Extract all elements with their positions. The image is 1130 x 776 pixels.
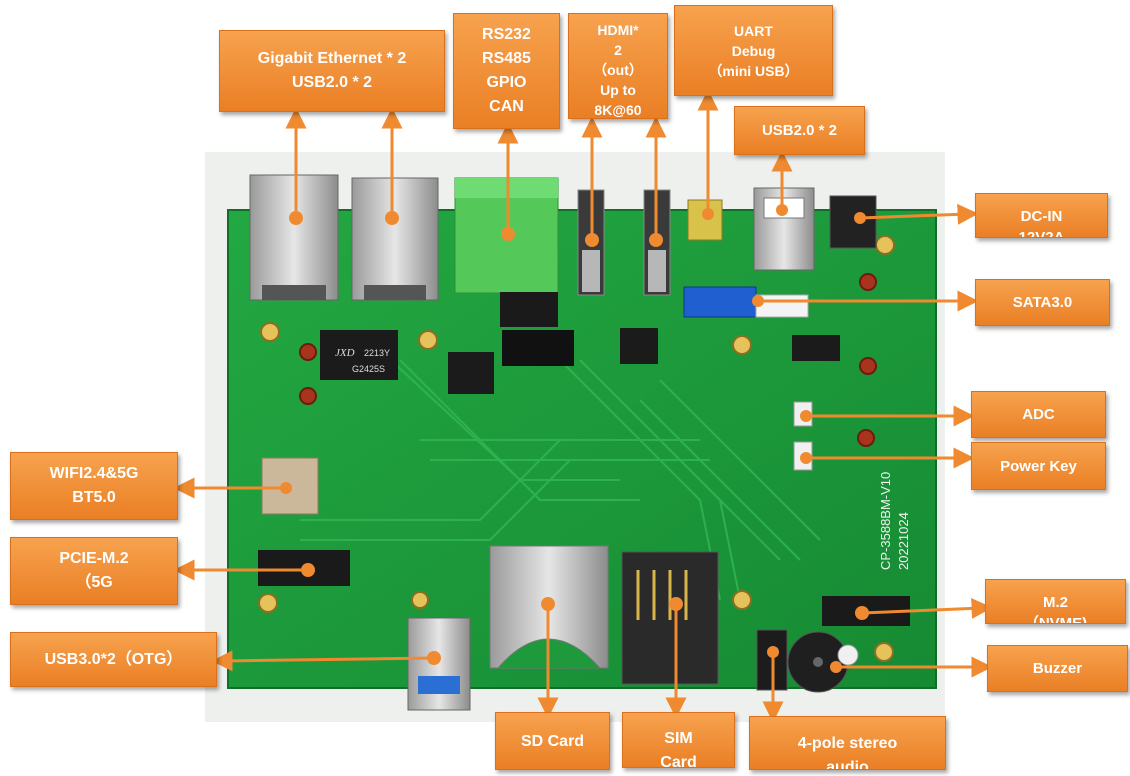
- chip-line2: G2425S: [352, 364, 385, 374]
- mini-usb-port: [687, 199, 723, 241]
- label-power-key: Power Key: [971, 442, 1106, 490]
- dc-jack: [829, 195, 877, 249]
- sim-slot: [621, 551, 719, 685]
- usb3-port: [407, 617, 471, 711]
- sata-port: [683, 286, 809, 318]
- silkscreen-date: 20221024: [896, 512, 911, 570]
- label-adc: ADC: [971, 391, 1106, 438]
- silkscreen: CP-3588BM-V10 20221024: [878, 472, 911, 570]
- label-sd-card: SD Card: [495, 712, 610, 770]
- chip-brand: JXD: [335, 347, 355, 359]
- arrow-dots: [280, 204, 869, 673]
- label-pcie: PCIE-M.2（5G: [10, 537, 178, 605]
- label-usb3: USB3.0*2（OTG）: [10, 632, 217, 687]
- chips: [320, 328, 840, 394]
- label-sata: SATA3.0: [975, 279, 1110, 326]
- chip-line1: 2213Y: [364, 348, 390, 358]
- silkscreen-model: CP-3588BM-V10: [878, 472, 893, 570]
- label-usb2: USB2.0 * 2: [734, 106, 865, 155]
- buzzer-component: [787, 631, 859, 693]
- terminal-block: [454, 177, 559, 327]
- label-m2: M.2（NVME): [985, 579, 1126, 624]
- ethernet-ports: [249, 174, 439, 301]
- callout-arrows: [173, 89, 993, 723]
- usb2-port: [753, 187, 815, 271]
- label-buzzer: Buzzer: [987, 645, 1128, 692]
